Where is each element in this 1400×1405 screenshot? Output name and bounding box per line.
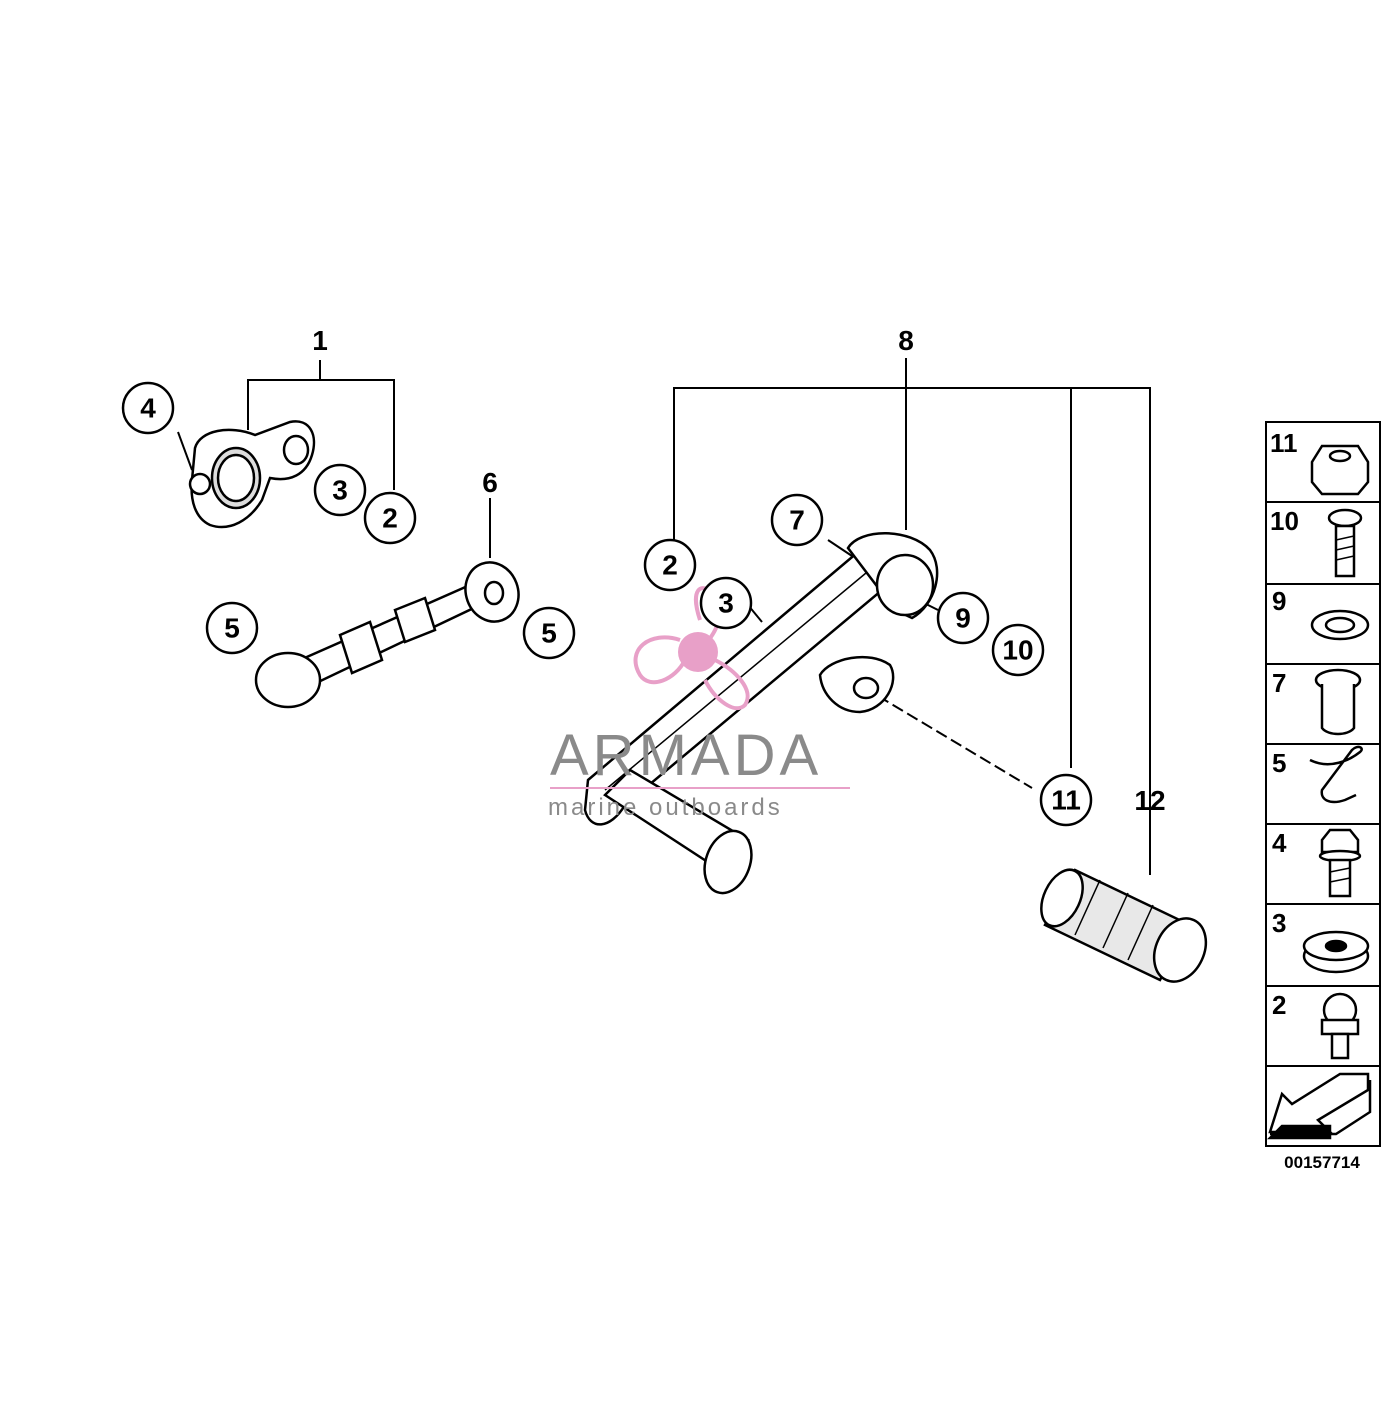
- spring-clip-icon: [1309, 745, 1363, 804]
- diagram-code: 00157714: [1284, 1153, 1360, 1172]
- callout-2-mid: 2: [662, 550, 678, 581]
- tie-rod-part: [254, 561, 520, 709]
- bushing-icon: [1314, 668, 1362, 736]
- reference-lines: [177, 358, 1151, 875]
- callout-5-left: 5: [224, 613, 240, 644]
- shift-lever-part: [583, 532, 939, 895]
- callouts: [121, 381, 1093, 827]
- callout-10: 10: [1002, 635, 1033, 666]
- legend-number-11: 11: [1270, 428, 1298, 458]
- flange-bolt-icon: [1318, 828, 1362, 898]
- legend-number-7: 7: [1272, 668, 1286, 698]
- callout-5-right: 5: [541, 618, 557, 649]
- clamp-lever-part: [188, 420, 316, 529]
- callout-9: 9: [955, 603, 971, 634]
- legend-number-5: 5: [1272, 748, 1286, 778]
- flat-washer-icon: [1302, 930, 1370, 974]
- bolt-icon: [1327, 508, 1363, 578]
- ref-label-12: 12: [1134, 785, 1165, 816]
- legend-number-3: 3: [1272, 908, 1286, 938]
- arrow-icon: [1266, 1072, 1372, 1140]
- ref-label-6: 6: [482, 467, 498, 498]
- watermark-brand: ARMADA: [550, 723, 822, 788]
- legend-number-4: 4: [1272, 828, 1287, 858]
- ball-stud-icon: [1320, 992, 1360, 1060]
- legend-number-9: 9: [1272, 586, 1286, 616]
- watermark-tagline: marine outboards: [548, 794, 783, 821]
- legend-panel: 11 10 9 7 5 4 3 2: [1265, 421, 1381, 1147]
- callout-3: 3: [332, 475, 348, 506]
- legend-number-2: 2: [1272, 990, 1286, 1020]
- ref-label-1: 1: [312, 325, 328, 356]
- washer-icon: [1310, 609, 1370, 641]
- legend-number-10: 10: [1270, 506, 1299, 536]
- foot-peg-rubber-part: [1040, 868, 1208, 983]
- ref-label-8: 8: [898, 325, 914, 356]
- callout-4: 4: [140, 393, 156, 424]
- hex-nut-icon: [1310, 444, 1370, 496]
- callout-7: 7: [789, 505, 805, 536]
- callout-2: 2: [382, 503, 398, 534]
- callout-3-mid: 3: [718, 588, 734, 619]
- callout-11: 11: [1051, 785, 1081, 816]
